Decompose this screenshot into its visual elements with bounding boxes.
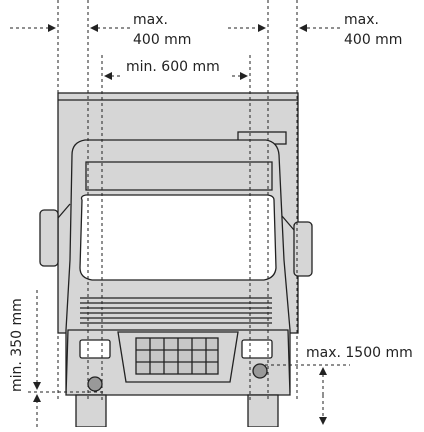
left-mirror	[39, 209, 59, 267]
right-mirror-arm	[281, 215, 295, 231]
left-max-label-line1: max.	[133, 12, 168, 28]
left-max-label-line2: 400 mm	[133, 32, 191, 48]
vertical-reference-lines	[57, 0, 298, 400]
right-max-label-line1: max.	[344, 12, 379, 28]
right-wheel	[247, 394, 279, 428]
upper-grille	[80, 297, 272, 324]
right-mirror	[293, 221, 313, 277]
sun-visor	[85, 161, 273, 191]
center-grille	[117, 331, 239, 383]
right-reflector	[252, 363, 268, 379]
min-between-label: min. 600 mm	[126, 59, 220, 75]
horizontal-reference-lines	[28, 364, 350, 393]
plate-grid	[136, 338, 218, 374]
min-height-label: min. 350 mm	[9, 298, 25, 392]
left-reflector	[87, 376, 103, 392]
max-height-label: max. 1500 mm	[306, 345, 413, 361]
truck	[39, 92, 313, 428]
left-mirror-arm	[57, 203, 71, 219]
right-max-label-line2: 400 mm	[344, 32, 402, 48]
windshield	[79, 194, 277, 281]
left-headlight	[79, 339, 111, 359]
